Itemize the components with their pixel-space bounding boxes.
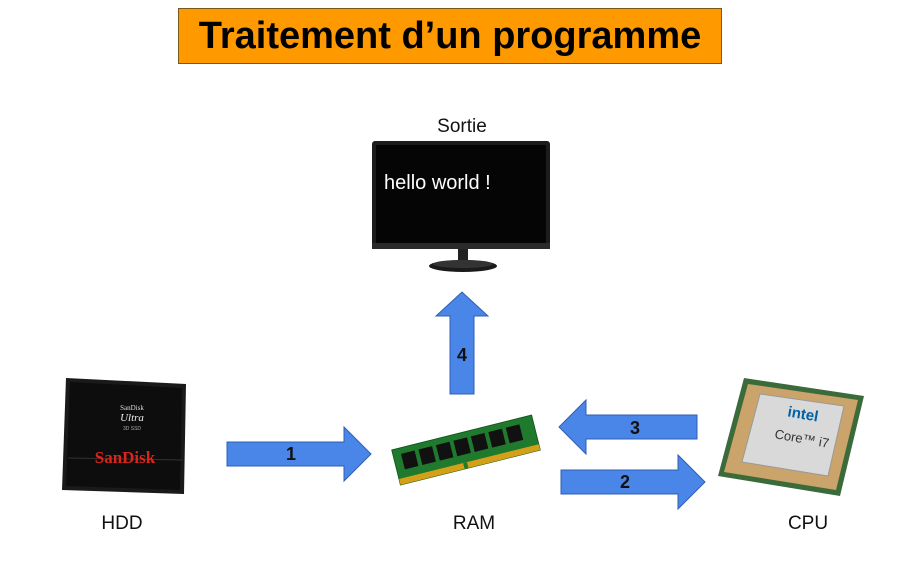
title-banner: Traitement d’un programme: [178, 8, 722, 64]
ssd-brand-small: SanDisk: [120, 404, 144, 412]
ssd-sub: 3D SSD: [122, 426, 142, 432]
arrow-3-label: 3: [629, 418, 640, 438]
ssd-brand-logo: SanDisk: [94, 448, 156, 467]
output-label: Sortie: [437, 116, 487, 137]
ssd-model: Ultra: [120, 412, 144, 424]
ssd-icon: SanDisk Ultra 3D SSD SanDisk: [58, 374, 190, 496]
screen-text: hello world !: [384, 172, 491, 194]
arrow-2: [560, 453, 706, 511]
arrow-2-label: 2: [619, 472, 630, 492]
ram-label: RAM: [452, 513, 496, 534]
arrow-3: [558, 398, 698, 456]
arrow-1: [226, 425, 372, 483]
cpu-chip-icon: intel Core™ i7: [716, 376, 866, 498]
page-title: Traitement d’un programme: [198, 14, 702, 57]
ram-module-icon: [391, 414, 541, 486]
monitor-icon: [372, 141, 550, 272]
hdd-label: HDD: [101, 513, 143, 534]
arrow-1-label: 1: [285, 444, 296, 464]
arrow-4-label: 4: [456, 345, 467, 365]
cpu-label: CPU: [787, 513, 829, 534]
arrow-4: [434, 291, 490, 395]
